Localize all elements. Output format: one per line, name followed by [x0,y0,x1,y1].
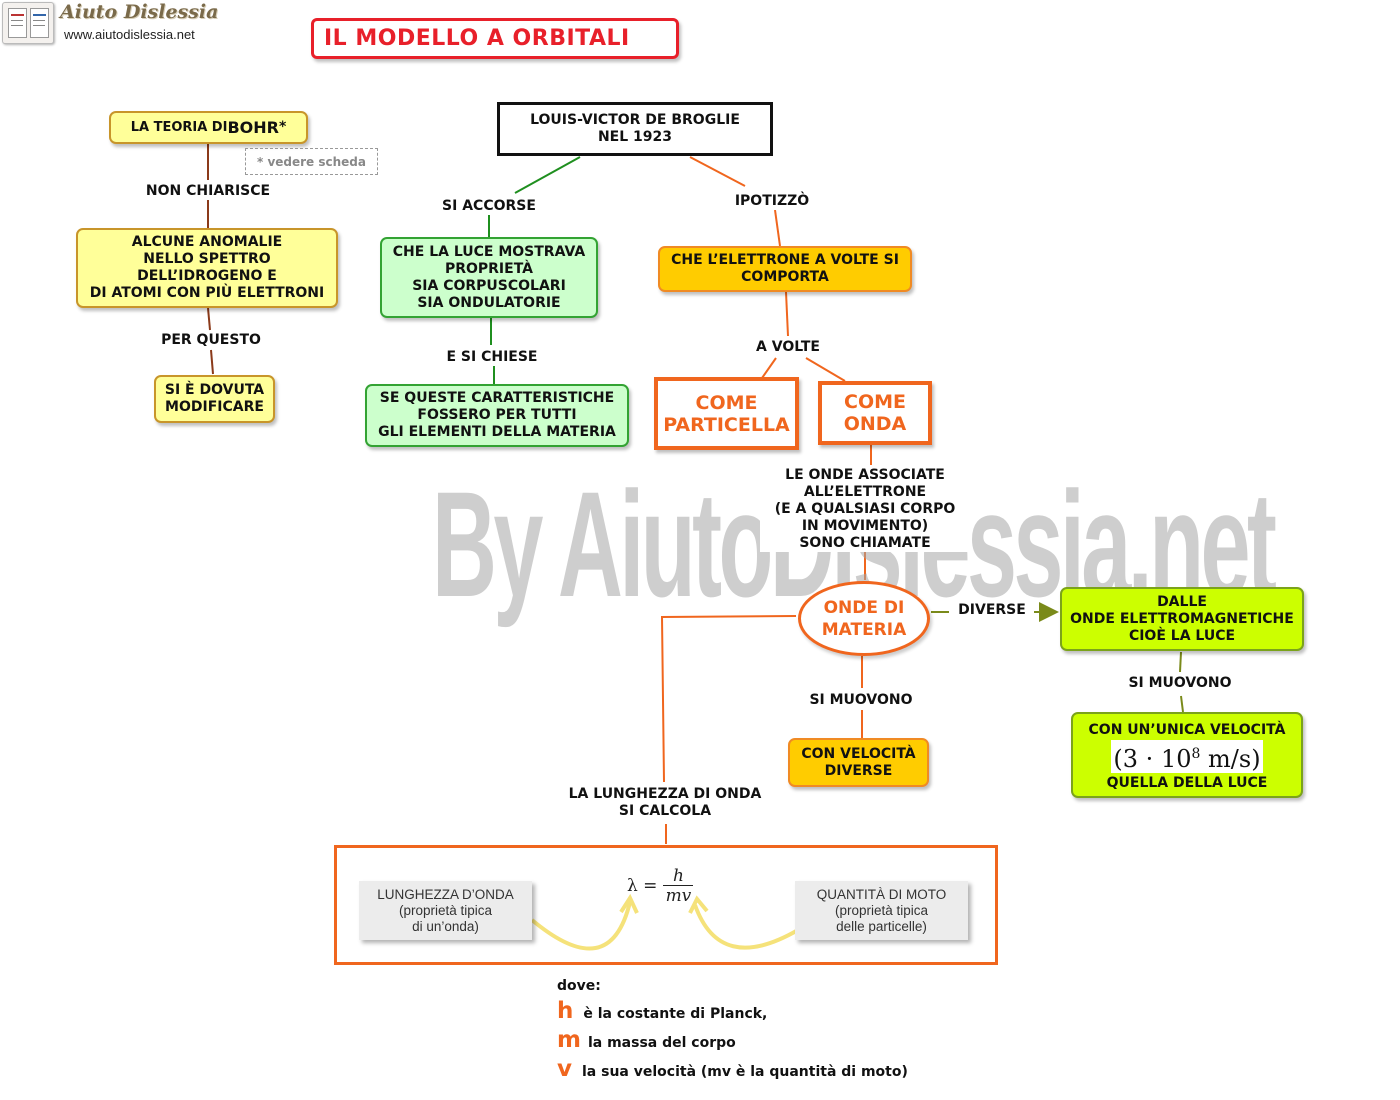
bohr-note-text: * vedere scheda [256,154,366,169]
link-si-accorse: SI ACCORSE [430,198,548,215]
link-si-muovono-em: SI MUOVONO [1118,675,1242,692]
formula-lambda: λ = [627,876,658,896]
light-node[interactable]: CHE LA LUCE MOSTRAVA PROPRIETÀ SIA CORPU… [380,237,598,318]
formula-denominator: mv [665,885,692,906]
formula-numerator: h [672,865,684,886]
page-title-text: IL MODELLO A ORBITALI [324,26,630,51]
link-si-muovono-matter: SI MUOVONO [799,692,923,709]
wavelength-card[interactable]: LUNGHEZZA D’ONDA (proprietà tipica di un… [359,881,532,940]
em-connectors [931,602,1184,713]
unique-speed-node[interactable]: CON UN’UNICA VELOCITÀ (3 · 108 m/s) QUEL… [1071,712,1303,798]
particle-node[interactable]: COME PARTICELLA [654,377,799,450]
logo-brand: Aiuto Dislessia [60,1,219,23]
de-broglie-formula: λ = h mv [627,865,694,906]
link-ipotizzo: IPOTIZZÒ [722,193,822,210]
speed-value: (3 · 108 m/s) [1111,740,1263,773]
link-non-chiarisce: NON CHIARISCE [138,183,278,200]
legend-item-v: v la sua velocità (mv è la quantità di m… [557,1056,908,1082]
link-lunghezza: LA LUNGHEZZA DI ONDA SI CALCOLA [552,786,778,820]
unique-speed-top: CON UN’UNICA VELOCITÀ [1088,722,1286,738]
legend-letter-m: m [557,1027,581,1053]
legend-item-h: h è la costante di Planck, [557,998,767,1024]
center-connectors [488,156,581,384]
question-node[interactable]: SE QUESTE CARATTERISTICHE FOSSERO PER TU… [365,384,629,447]
bohr-name: BOHR [227,118,279,137]
legend-letter-v: v [557,1056,572,1082]
link-diverse: DIVERSE [950,602,1034,619]
broglie-node[interactable]: LOUIS-VICTOR DE BROGLIE NEL 1923 [497,102,773,156]
legend-item-m: m la massa del corpo [557,1027,736,1053]
unique-speed-bottom: QUELLA DELLA LUCE [1106,775,1268,791]
legend-text-v: la sua velocità (mv è la quantità di mot… [582,1064,908,1080]
momentum-card[interactable]: QUANTITÀ DI MOTO (proprietà tipica delle… [795,881,968,940]
bohr-prefix: LA TEORIA DI [130,120,228,135]
matter-waves-node[interactable]: ONDE DI MATERIA [798,581,930,656]
modify-node[interactable]: SI È DOVUTA MODIFICARE [154,375,275,423]
electron-node[interactable]: CHE L’ELETTRONE A VOLTE SI COMPORTA [658,246,912,292]
link-onde-associate: LE ONDE ASSOCIATE ALL’ELETTRONE (E A QUA… [760,467,970,552]
link-e-si-chiese: E SI CHIESE [436,349,548,366]
legend-text-h: è la costante di Planck, [583,1006,768,1022]
em-waves-node[interactable]: DALLE ONDE ELETTROMAGNETICHE CIOÈ LA LUC… [1060,587,1304,651]
book-icon [2,2,54,44]
legend-letter-h: h [557,998,574,1024]
legend-heading: dove: [557,978,601,994]
link-a-volte: A VOLTE [747,339,829,356]
bohr-note[interactable]: * vedere scheda [245,148,378,175]
formula-fraction: h mv [663,865,694,906]
logo-url: www.aiutodislessia.net [64,27,195,42]
anomalies-node[interactable]: ALCUNE ANOMALIE NELLO SPETTRO DELL’IDROG… [76,228,338,308]
logo[interactable]: Aiuto Dislessia www.aiutodislessia.net [2,0,218,46]
formula-box [334,845,998,965]
wave-node[interactable]: COME ONDA [818,381,932,445]
diff-speeds-node[interactable]: CON VELOCITÀ DIVERSE [788,738,929,787]
bohr-star: * [278,119,287,135]
left-connectors [207,144,214,375]
bohr-node[interactable]: LA TEORIA DI BOHR* [109,111,308,144]
right-connectors [660,156,872,844]
legend-text-m: la massa del corpo [587,1035,736,1051]
link-per-questo: PER QUESTO [151,332,271,349]
formula-arcs [530,901,799,951]
page-title: IL MODELLO A ORBITALI [311,18,679,59]
